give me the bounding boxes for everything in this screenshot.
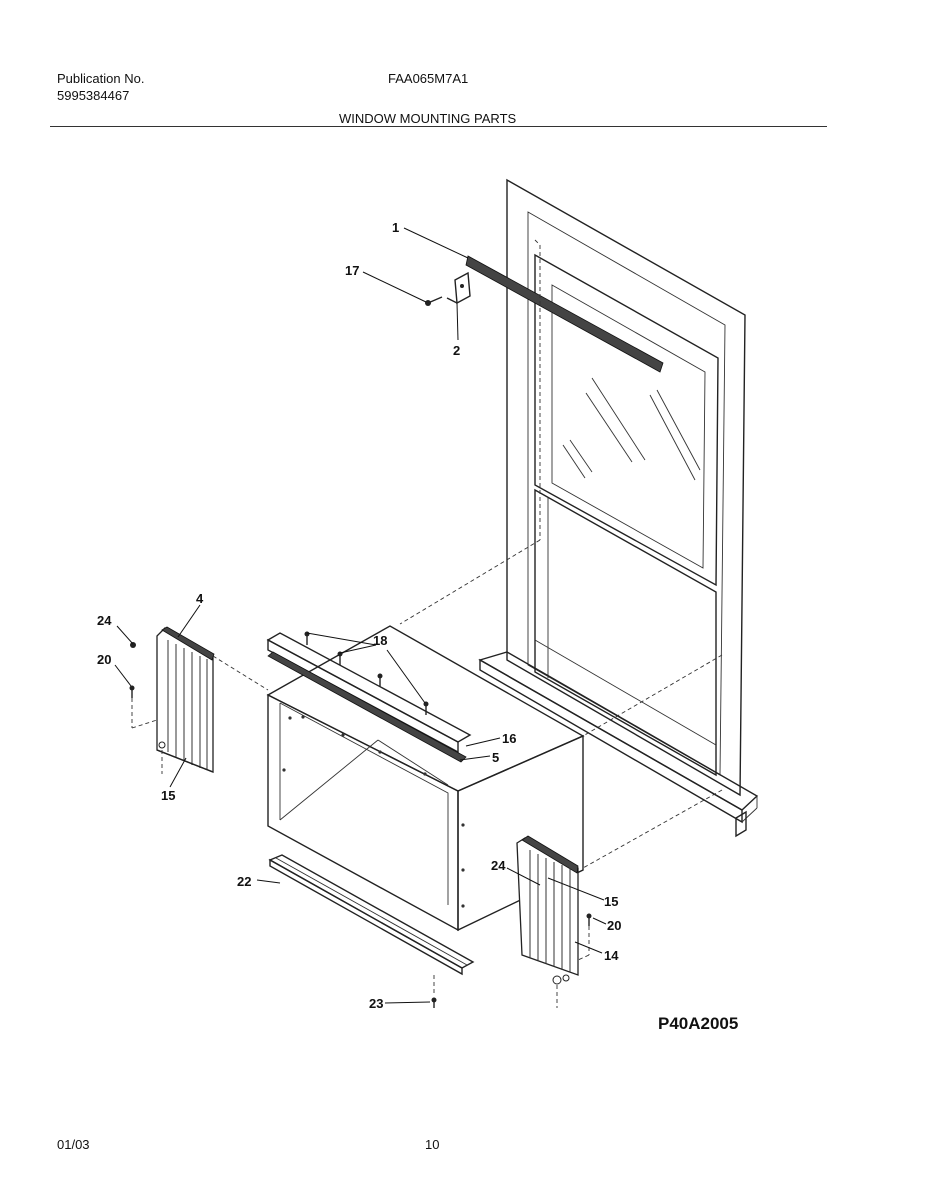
publication-label: Publication No. [57,71,145,86]
page-number: 10 [425,1137,440,1152]
callout-15-right: 15 [604,894,618,909]
screw-23 [431,997,437,1008]
window-lock-bracket [446,271,471,341]
callout-18: 18 [373,633,387,648]
callout-15-left: 15 [161,788,175,803]
callout-2: 2 [453,343,460,358]
callout-5: 5 [492,750,499,765]
top-seal-strip [465,255,664,373]
callout-20-left: 20 [97,652,111,667]
right-screws [586,913,592,926]
leader-lines [114,227,607,1004]
header-rule [50,126,827,127]
window-frame [478,178,759,838]
callout-4: 4 [196,591,204,606]
callout-1: 1 [392,220,399,235]
screw-17 [425,296,443,306]
drawing-code: P40A2005 [658,1014,739,1033]
callout-16: 16 [502,731,516,746]
alignment-lines [131,239,723,1008]
callout-17: 17 [345,263,359,278]
model-number: FAA065M7A1 [388,71,469,86]
callout-labels: 1 17 2 4 24 20 15 18 16 5 22 23 24 15 20… [97,220,621,1011]
top-rail-seal [267,651,467,763]
left-side-curtain [156,626,215,773]
bottom-sill-rail [268,854,475,976]
callout-20-right: 20 [607,918,621,933]
callout-24-right: 24 [491,858,506,873]
section-title: WINDOW MOUNTING PARTS [339,111,517,126]
top-angle-rail [266,632,472,754]
publication-number: 5995384467 [57,88,130,103]
footer-date: 01/03 [57,1137,90,1152]
cabinet-sleeve [266,625,585,932]
left-screws [129,642,136,698]
callout-22: 22 [237,874,251,889]
callout-24-left: 24 [97,613,112,628]
right-side-curtain [516,835,579,985]
callout-14: 14 [604,948,619,963]
callout-23: 23 [369,996,383,1011]
